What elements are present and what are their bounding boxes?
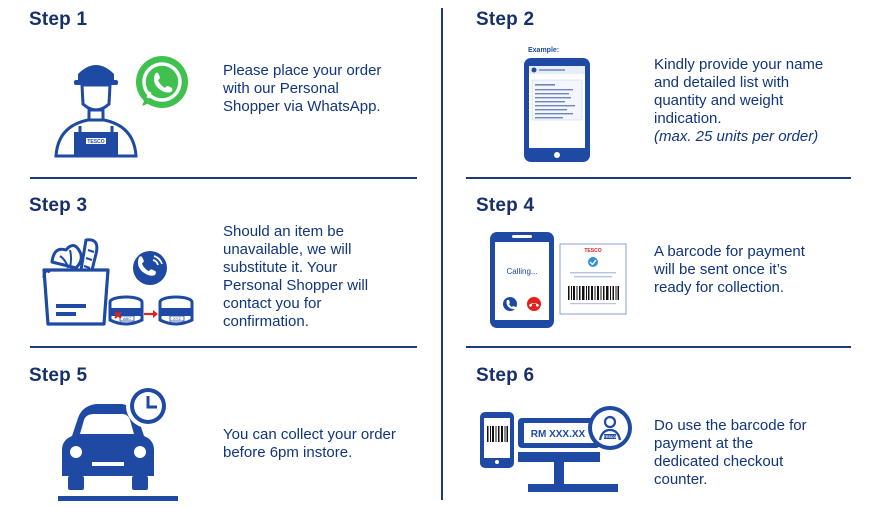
step-1-text: Please place your order with our Persona… [223, 62, 381, 116]
step-4-line: will be sent once it’s [654, 261, 788, 278]
svg-text:ABC: ABC [123, 316, 131, 321]
svg-text:TESCO: TESCO [87, 139, 104, 145]
checkout-counter-icon: RM XXX.XX TESCO [478, 404, 638, 496]
step-6-line: dedicated checkout [654, 453, 784, 470]
step-5-line: You can collect your order [223, 426, 396, 443]
step-2-line: and detailed list with [654, 74, 790, 91]
step-6-line: Do use the barcode for [654, 417, 807, 434]
step-1-line: with our Personal [223, 80, 339, 97]
personal-shopper-whatsapp-icon: TESCO [52, 52, 192, 160]
receipt-brand: TESCO [584, 248, 601, 254]
step-4-text: A barcode for payment will be sent once … [654, 243, 805, 297]
step-6-line: counter. [654, 471, 708, 488]
step-4-title: Step 4 [476, 195, 535, 216]
calling-label: Calling... [506, 267, 537, 276]
phone-example-label: Example: [528, 47, 559, 54]
step-2-line: indication. [654, 110, 722, 127]
divider-row2-left [30, 346, 417, 348]
step-2-title: Step 2 [476, 9, 535, 30]
step-3-line: Personal Shopper will [223, 277, 369, 294]
step-1-line: Shopper via WhatsApp. [223, 98, 381, 115]
step-6-line: payment at the [654, 435, 754, 452]
step-5-text: You can collect your order before 6pm in… [223, 426, 396, 462]
step-4-line: ready for collection. [654, 279, 785, 296]
step-3-title: Step 3 [29, 195, 88, 216]
car-clock-icon [56, 384, 182, 504]
step-2-line: quantity and weight [654, 92, 784, 109]
step-3-text: Should an item be unavailable, we will s… [223, 223, 368, 331]
step-5-line: before 6pm instore. [223, 444, 353, 461]
step-2-line: Kindly provide your name [654, 56, 824, 73]
step-1-title: Step 1 [29, 9, 88, 30]
step-5-title: Step 5 [29, 365, 88, 386]
price-display: RM XXX.XX [531, 429, 586, 440]
step-3-line: unavailable, we will [223, 241, 352, 258]
center-divider [441, 8, 443, 500]
divider-row2-right [466, 346, 851, 348]
step-4-line: A barcode for payment [654, 243, 805, 260]
step-3-line: substitute it. Your [223, 259, 338, 276]
phone-order-list-icon: Example: [522, 44, 594, 164]
step-6-title: Step 6 [476, 365, 535, 386]
step-2-note: (max. 25 units per order) [654, 128, 819, 145]
divider-row1-right [466, 177, 851, 179]
step-3-line: confirmation. [223, 313, 309, 330]
step-6-text: Do use the barcode for payment at the de… [654, 417, 807, 489]
step-3-line: Should an item be [223, 223, 344, 240]
svg-text:XYZ: XYZ [173, 316, 181, 321]
grocery-bag-substitute-icon: ABC XYZ [40, 238, 196, 330]
divider-row1-left [30, 177, 417, 179]
calling-barcode-icon: Calling... TESCO [488, 230, 630, 330]
step-2-text: Kindly provide your name and detailed li… [654, 56, 823, 146]
badge-brand: TESCO [604, 435, 617, 439]
step-3-line: contact you for [223, 295, 322, 312]
step-1-line: Please place your order [223, 62, 382, 79]
